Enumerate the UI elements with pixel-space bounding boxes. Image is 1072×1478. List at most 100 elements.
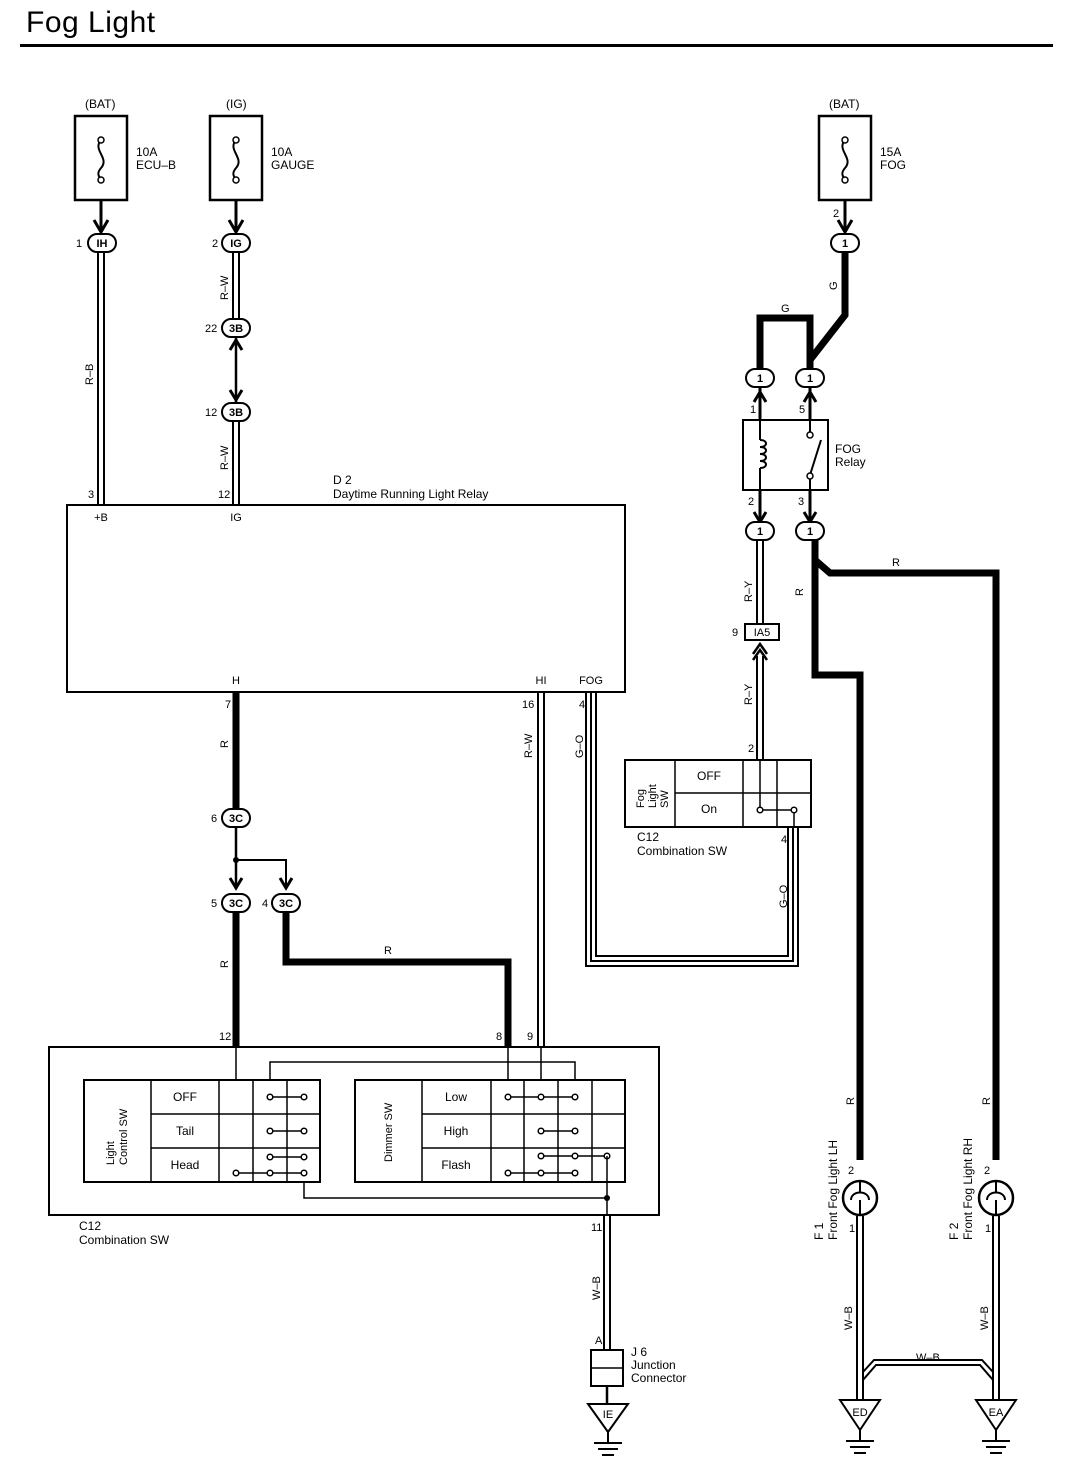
svg-text:C12: C12 <box>79 1219 101 1233</box>
fuse-ecu-b: (BAT) 10A ECU–B <box>73 97 176 202</box>
svg-text:2: 2 <box>848 1165 854 1177</box>
svg-text:R: R <box>384 945 392 957</box>
svg-text:12: 12 <box>205 407 217 419</box>
svg-text:3: 3 <box>88 489 94 501</box>
svg-text:HI: HI <box>536 675 547 687</box>
svg-text:G–O: G–O <box>778 884 790 908</box>
svg-text:Control SW: Control SW <box>118 1108 130 1165</box>
ground-ea: EA <box>974 1399 1018 1454</box>
connector-fog-fuse: 1 <box>830 233 860 253</box>
svg-text:Fog: Fog <box>635 789 647 808</box>
light-row-tail: Tail <box>176 1124 194 1138</box>
relay-coil-icon <box>759 439 767 469</box>
pin-labels: 1 2 22 12 3 12 2 1 5 2 3 9 2 4 7 16 4 6 … <box>76 208 991 1347</box>
fuse-ecu-b-name: ECU–B <box>136 158 176 172</box>
svg-text:Connector: Connector <box>631 1371 686 1385</box>
daytime-running-light-relay: D 2 Daytime Running Light Relay +B IG H … <box>66 473 626 693</box>
fog-light-switch: Fog Light SW OFF On C12 Combination SW <box>624 759 812 858</box>
svg-text:3B: 3B <box>229 407 243 419</box>
svg-text:R–W: R–W <box>219 275 231 300</box>
svg-text:F 2: F 2 <box>947 1222 961 1240</box>
fuse-ecu-b-rating: 10A <box>136 145 157 159</box>
svg-text:Front Fog Light LH: Front Fog Light LH <box>826 1140 840 1240</box>
svg-text:R–Y: R–Y <box>743 580 755 602</box>
svg-text:G–O: G–O <box>574 734 586 758</box>
svg-text:Daytime Running Light Relay: Daytime Running Light Relay <box>333 487 488 501</box>
relay-switch-icon <box>809 439 822 476</box>
svg-text:2: 2 <box>984 1165 990 1177</box>
fuse-gauge-name: GAUGE <box>271 158 314 172</box>
dimmer-row-low: Low <box>445 1090 467 1104</box>
connector-3c-pin4: 3C <box>271 893 301 913</box>
svg-text:Light: Light <box>647 784 659 808</box>
svg-text:A: A <box>595 1335 603 1347</box>
fuse-fog-source: (BAT) <box>829 97 859 111</box>
svg-text:11: 11 <box>591 1222 602 1234</box>
svg-text:FOG: FOG <box>835 442 861 456</box>
svg-text:Relay: Relay <box>835 455 866 469</box>
svg-text:16: 16 <box>522 699 534 711</box>
fuse-gauge: (IG) 10A GAUGE <box>208 97 314 202</box>
svg-text:2: 2 <box>748 496 754 508</box>
svg-text:2: 2 <box>212 238 218 250</box>
combination-switch: Light Control SW OFF Tail Head <box>48 1046 660 1247</box>
svg-text:3C: 3C <box>229 813 243 825</box>
svg-text:W–B: W–B <box>591 1276 603 1300</box>
svg-text:+B: +B <box>94 512 108 524</box>
svg-text:R: R <box>892 557 900 569</box>
svg-text:R: R <box>219 960 231 968</box>
connector-relay-out-2: 1 <box>745 521 775 541</box>
svg-text:R: R <box>981 1097 993 1105</box>
svg-text:IG: IG <box>230 512 242 524</box>
fuse-element-icon <box>841 139 849 181</box>
junction-connector-j6: J 6 Junction Connector <box>590 1345 686 1387</box>
fuse-element-icon <box>232 139 240 181</box>
svg-text:4: 4 <box>781 834 787 846</box>
ground-ie: IE <box>586 1403 630 1456</box>
svg-text:Dimmer SW: Dimmer SW <box>383 1102 395 1162</box>
ground-ed: ED <box>838 1399 882 1454</box>
svg-text:1: 1 <box>807 526 813 538</box>
svg-text:R: R <box>845 1097 857 1105</box>
svg-text:5: 5 <box>211 898 217 910</box>
dimmer-row-flash: Flash <box>441 1158 470 1172</box>
svg-text:R–Y: R–Y <box>743 683 755 705</box>
svg-text:1: 1 <box>76 238 82 250</box>
svg-text:6: 6 <box>211 813 217 825</box>
svg-text:1: 1 <box>757 373 763 385</box>
svg-text:R–W: R–W <box>219 445 231 470</box>
svg-text:4: 4 <box>579 699 585 711</box>
svg-text:R–B: R–B <box>84 364 96 385</box>
svg-text:1: 1 <box>849 1223 855 1235</box>
svg-text:1: 1 <box>757 526 763 538</box>
fuse-element-icon <box>97 139 105 181</box>
fuse-fog-name: FOG <box>880 158 906 172</box>
svg-text:SW: SW <box>659 790 671 808</box>
svg-text:1: 1 <box>807 373 813 385</box>
dimmer-row-high: High <box>444 1124 469 1138</box>
svg-text:Light: Light <box>105 1141 117 1165</box>
svg-text:3: 3 <box>798 496 804 508</box>
connector-3b-lower: 3B <box>221 402 251 422</box>
fog-switch-off: OFF <box>697 769 721 783</box>
svg-text:3C: 3C <box>279 898 293 910</box>
svg-text:3C: 3C <box>229 898 243 910</box>
svg-text:9: 9 <box>732 627 738 639</box>
svg-text:G: G <box>828 281 840 290</box>
fuse-gauge-source: (IG) <box>226 97 247 111</box>
light-control-switch: Light Control SW OFF Tail Head <box>83 1079 321 1183</box>
svg-text:8: 8 <box>496 1031 502 1043</box>
svg-text:2: 2 <box>833 208 839 220</box>
svg-text:H: H <box>232 675 240 687</box>
fuse-ecu-b-source: (BAT) <box>85 97 115 111</box>
svg-text:R: R <box>794 588 806 596</box>
svg-text:R–W: R–W <box>523 733 535 758</box>
fuse-fog: (BAT) 15A FOG <box>817 97 906 202</box>
fog-switch-on: On <box>701 802 717 816</box>
svg-text:ED: ED <box>852 1407 867 1419</box>
svg-text:Front Fog Light RH: Front Fog Light RH <box>961 1138 975 1240</box>
svg-text:IA5: IA5 <box>754 627 771 639</box>
svg-text:FOG: FOG <box>579 675 603 687</box>
connector-ih: IH <box>87 233 117 253</box>
